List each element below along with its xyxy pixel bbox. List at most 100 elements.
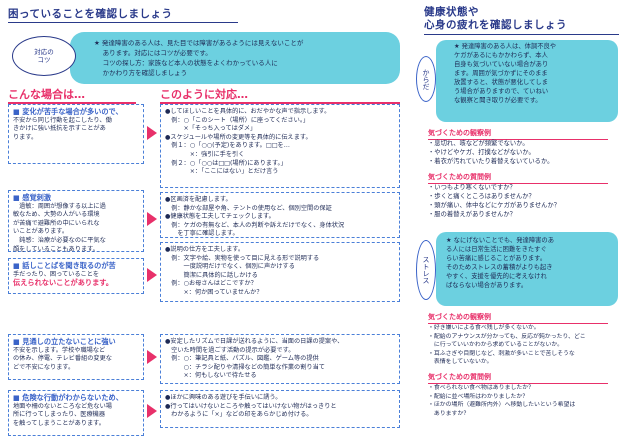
case-line: 鈍感：治療が必要なのに平気な [13,236,106,244]
response-box: ●説明の仕方を工夫します。 例：文字や絵、実物を使って目に見える形で説明する 一… [160,242,400,302]
tip-line: コツの探し方：家族など本人の状態をよくわかっている人に [94,59,278,67]
case-line: 不安を示します。学校や職場など [13,346,106,354]
case-line: いことがあります。 [13,228,69,236]
stress-obs-heading: 気づくための観察例 [428,312,608,324]
page-title: 困っていることを確認しましょう [8,6,238,23]
case-line: ■ 変化が苦手な場合が多いので、 [13,107,123,116]
resp-line: わかるように「×」などの印をあらかじめ付ける。 [165,411,313,419]
tip-line: ★ 発達障害のある人は、見た目では障害があるようには見えないことが [94,39,304,47]
arrow-icon [147,350,157,364]
check-item: ・耳ふさぎや目閉じなど、刺激が多いことで苦しそうな [428,350,575,357]
resp-line: 例：○：筆記具と紙、パズル、図鑑、ゲーム等の提供 [165,355,319,363]
resp-line: ×：「ここにはない」とだけ言う [165,168,279,176]
karada-line: ケガがあるにもかかわらず、本人 [454,52,548,59]
check-item: ・息切れ、咳などが頻繁でないか。 [428,140,529,147]
stress-text: ★ なにげないことでも、発達障害のあ る人には日常生活に困難をきたすぐ らい苦痛… [446,236,614,290]
resp-line: ×：何か困っていませんか？ [165,288,263,296]
tip-line: かかわり方を確認しましょう [94,69,188,77]
right-title: 健康状態や 心身の疲れを確認しましょう [424,6,567,31]
case-box: ■ 見通しの立たないことに強い 不安を示します。学校や職場など の休み、停電、テ… [8,334,144,380]
resp-line: 空いた時間を過ごす活動の提示が必要です。 [165,346,295,354]
check-item: ・頭が痛い、体中などにケガがありませんか？ [428,201,561,209]
case-line: を触ってしまうことがあります。 [13,419,105,427]
karada-line: 放置すると、状態が悪化してしま [454,79,549,86]
karada-tab: からだ [416,56,436,102]
case-line: きかけに強い抵抗を示すことがあ [13,125,106,133]
arrow-icon [147,268,157,282]
resp-line: を丁寧に確認します。 [165,230,239,238]
karada-text: ★ 発達障害のある人は、体調不良や ケガがあるにもかかわらず、本人 自身も気づい… [454,42,614,105]
response-box: ●ほかに興味のある遊びを手伝いに誘う。 ●行ってはいけないところや触ってはいけな… [160,390,400,428]
resp-line: ●説明の仕方を工夫します。 [165,246,245,253]
tip-label-oval: 対応の コツ [12,36,76,76]
resp-line: 例２：○「○○は□□(場所)にあります。」 [165,159,287,167]
arrow-icon [147,126,157,140]
karada-q-heading: 気づくための質問例 [428,172,608,184]
stress-line: そのためストレスの蓄積がよりも起き [446,264,553,271]
case-line: どで不安になります。 [13,363,75,371]
stress-q-heading: 気づくための質問例 [428,372,608,384]
case-line: ります。 [13,133,38,141]
resp-line: 例：ケガの有無など、本人の判断や訴えだけでなく、身体状況 [165,221,345,229]
karada-line: 自身も気づいていない場合があり [454,61,549,68]
case-box: ■ 変化が苦手な場合が多いので、 不安から同じ行動を起こしたり、働 きかけに強い… [8,104,144,164]
check-item: ・歩くと痛くところはありませんか？ [428,192,535,200]
resp-line: 一度説明だけでなく、個別に声かけする [165,263,295,271]
col1-heading: こんな場合は… [8,86,136,104]
karada-line: ★ 発達障害のある人は、体調不良や [454,43,557,50]
resp-line: ○：チラシ配りや清掃などの簡単な作業の割り当て [165,363,325,371]
karada-line: ます。周囲が気づかずにそのまま [454,70,548,77]
resp-line: 簡潔に具体的に話しかける [165,271,258,279]
case-box: ■ 話しことばを聞き取るのが苦 手だったり、困っていることを 伝えられないことが… [8,258,144,294]
check-item: ・好き嫌いによる食べ残しが多くないか。 [428,325,540,331]
case-line: ■ 見通しの立たないことに強い [13,337,116,346]
check-item: ・服の着替えがありませんか？ [428,210,516,218]
col2-heading: このように対応… [160,86,400,104]
check-item: ・やけどやケガ、打撲などがないか。 [428,148,535,156]
check-item: ・食べられない食べ物はありましたか？ [428,385,535,391]
case-line: の休み、停電、テレビ番組の変更な [13,355,112,363]
resp-line: 例：文字や絵、実物を使って目に見える形で説明する [165,254,320,262]
arrow-icon [147,212,157,226]
stress-line: らい苦痛に感じることがあります。 [446,255,547,262]
right-title-underline [424,34,619,35]
case-line: ■ 危険な行動がわからないため、 [13,393,123,402]
case-box: ■ 感覚刺激 過敏：周囲が想像する以上に過 敏なため、大勢の人がいる環境 が苦痛… [8,190,144,253]
stress-line: る人には日常生活に困難をきたすぐ [446,246,547,253]
karada-box [436,40,618,122]
case-line: が苦痛で避難所の中にいられな [13,219,100,227]
check-item: 表情をしていないか。 [428,359,493,366]
resp-line: ●してほしいことを具体的に、おだやかな声で指示します。 [165,108,331,115]
case-line: 不安から同じ行動を起こしたり、働 [13,116,112,124]
stress-line: ばならない場合があります。 [446,282,528,289]
stress-line: やすく、支援を優先的に考えなけれ [446,273,547,280]
karada-obs-list: ・息切れ、咳などが頻繁でないか。 ・やけどやケガ、打撲などがないか。 ・着衣が汚… [428,140,618,167]
check-item: ・着衣が汚れていたり着替えないているか。 [428,157,554,165]
response-box: ●安定したリズムで日課が送れるように、当面の日課の提案や、 空いた時間を過ごす活… [160,334,400,384]
resp-line: 例：静かな部屋や角、テントの使用など、個別空間の保証 [165,204,332,212]
check-item: ・いつもより寒くないですか？ [428,184,516,191]
tip-line: あります。対応にはコツが必要です。 [94,49,212,57]
resp-line: 例：○「このシート（場所）に座ってください。」 [165,116,310,124]
resp-line: 例：○お母さんはどこですか？ [165,280,257,288]
check-item: ・ほかの場所（避難所内外）へ移動したいという希望は [428,402,576,409]
case-line: 伝えられないことがあります。 [13,278,113,288]
case-line: 手だったり、困っていることを [13,270,100,278]
stress-q-list: ・食べられない食べ物はありましたか？ ・配給に並べ場所はわかりましたか？ ・ほか… [428,384,621,418]
case-line: 過敏：周囲が想像する以上に過 [13,202,106,210]
check-item: に行っていいかわから求めていることがないか。 [428,342,564,349]
karada-line: う場合がありますので、ていねい [454,88,549,95]
karada-line: な観察と聞き取りが必要です。 [454,97,542,104]
response-box: ●してほしいことを具体的に、おだやかな声で指示します。 例：○「このシート（場所… [160,104,400,188]
stress-line: ★ なにげないことでも、発達障害のあ [446,237,555,244]
resp-line: 例１：○「○○(予定)をあります。□□を… [165,142,290,150]
arrow-icon [147,404,157,418]
stress-tab: ストレス [416,240,436,300]
resp-line: ×：何もしないで待たせる [165,372,257,380]
stress-box [436,232,618,306]
resp-line: ●区画済を配慮します。 [165,196,232,203]
check-item: ・配給のアナウンスが分かっても、反応が鈍かったり、どこ [428,333,586,340]
check-item: ・配給に並べ場所はわかりましたか？ [428,393,529,400]
resp-line: ●スケジュールや場所の変更等を具体的に伝えます。 [165,133,312,141]
resp-line: ●行ってはいけないところや触ってはいけない物がはっきりと [165,402,337,410]
